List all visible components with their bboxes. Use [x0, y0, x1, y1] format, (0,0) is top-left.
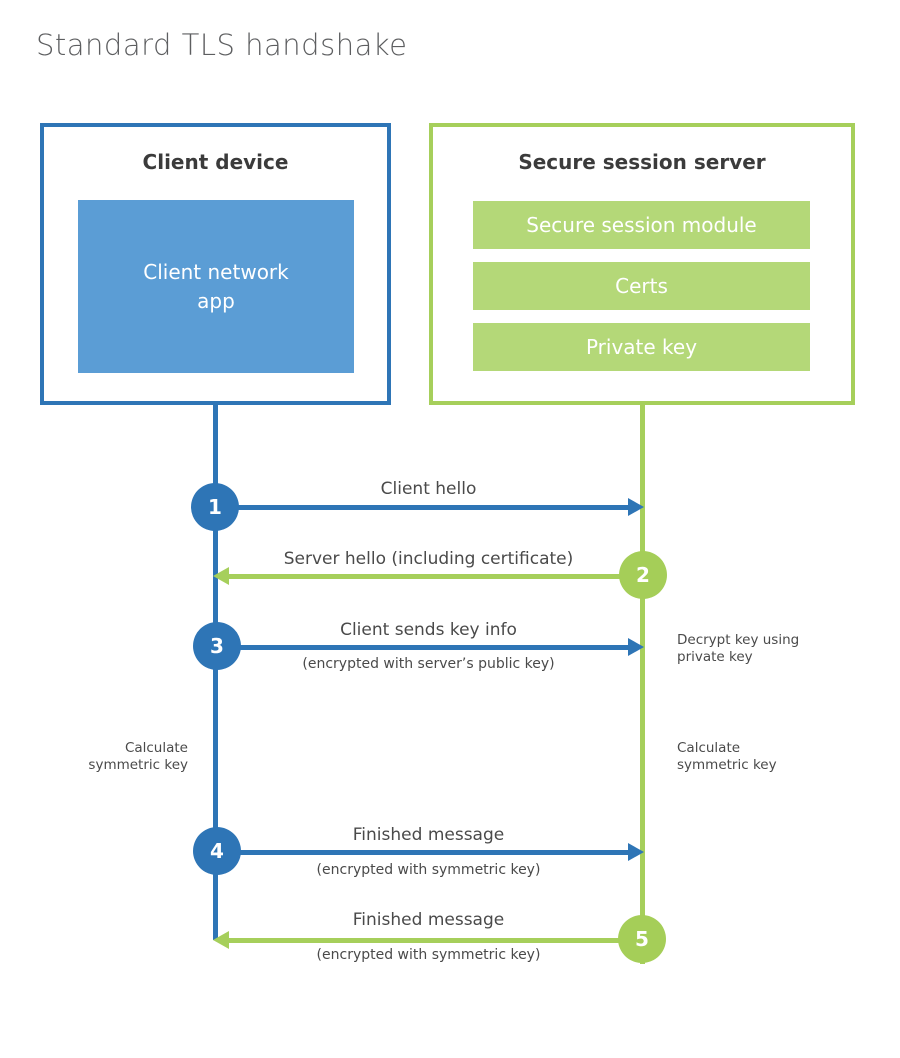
note-decrypt-key: Decrypt key using private key — [677, 632, 800, 665]
step1-arrow-line — [215, 505, 629, 510]
step1-number-badge: 1 — [191, 483, 239, 531]
step5-label: Finished message — [352, 910, 505, 930]
server-module-private-key: Private key — [473, 323, 810, 371]
step2-arrow-line — [228, 574, 642, 579]
page-title: Standard TLS handshake — [36, 28, 408, 62]
step3-arrowhead-right-icon — [628, 638, 644, 656]
client-network-app-box: Client network app — [78, 200, 354, 373]
server-lifeline — [640, 405, 645, 964]
server-module-secure-session: Secure session module — [473, 201, 810, 249]
step2-label: Server hello (including certificate) — [283, 549, 574, 569]
client-device-title: Client device — [142, 150, 289, 174]
step4-label: Finished message — [352, 825, 505, 845]
step4-arrowhead-right-icon — [628, 843, 644, 861]
step4-arrow-line — [215, 850, 629, 855]
step5-sublabel: (encrypted with symmetric key) — [316, 947, 541, 963]
step4-sublabel: (encrypted with symmetric key) — [316, 862, 541, 878]
step1-arrowhead-right-icon — [628, 498, 644, 516]
step3-arrow-line — [215, 645, 629, 650]
step2-number-badge: 2 — [619, 551, 667, 599]
step3-sublabel: (encrypted with server’s public key) — [302, 656, 555, 672]
server-title: Secure session server — [518, 150, 766, 174]
step5-arrow-line — [228, 938, 642, 943]
note-calc-symmetric-left: Calculate symmetric key — [88, 740, 188, 773]
step1-label: Client hello — [380, 479, 477, 499]
step3-number-badge: 3 — [193, 622, 241, 670]
client-lifeline — [213, 405, 218, 940]
step4-number-badge: 4 — [193, 827, 241, 875]
server-module-certs: Certs — [473, 262, 810, 310]
note-calc-symmetric-right: Calculate symmetric key — [677, 740, 777, 773]
step5-number-badge: 5 — [618, 915, 666, 963]
step5-arrowhead-left-icon — [213, 931, 229, 949]
step2-arrowhead-left-icon — [213, 567, 229, 585]
step3-label: Client sends key info — [340, 620, 517, 640]
